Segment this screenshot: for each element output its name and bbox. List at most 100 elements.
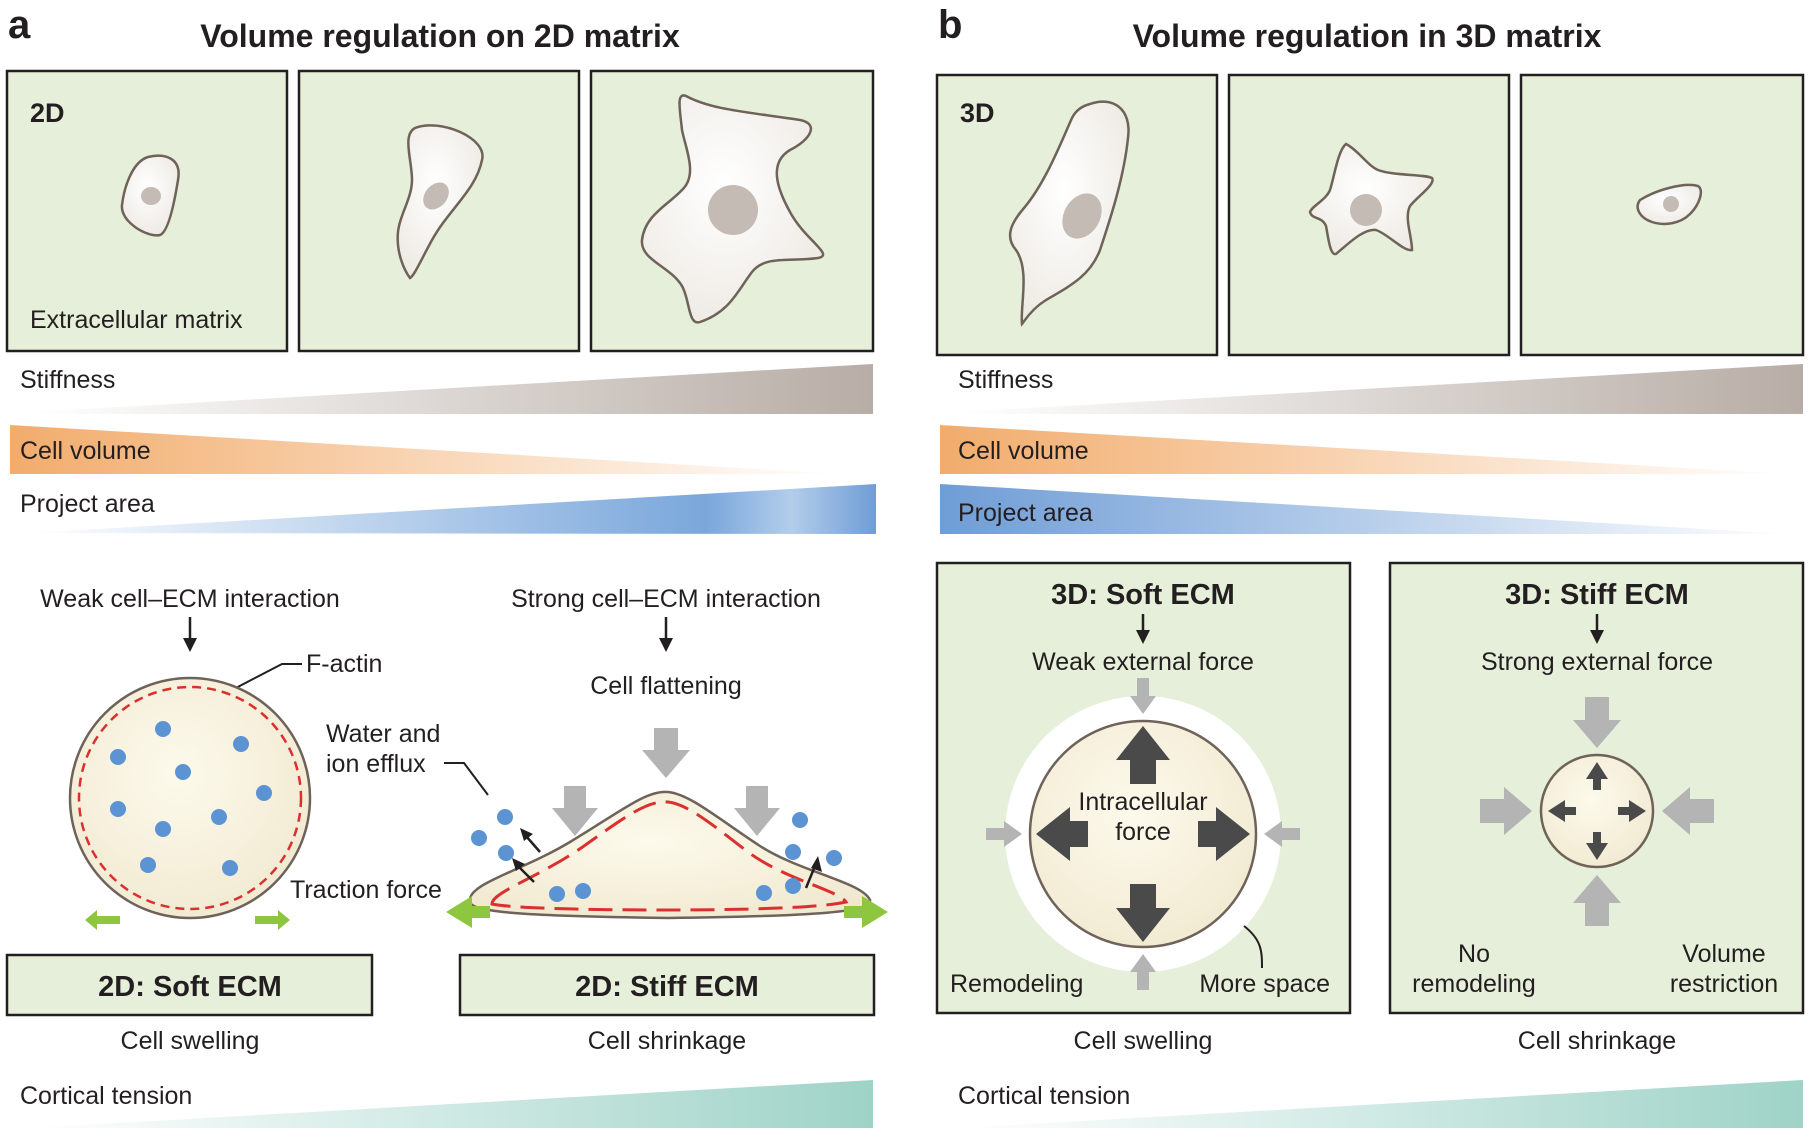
efflux-arrows xyxy=(512,828,822,889)
cortical-tension-gradient-b xyxy=(960,1080,1803,1128)
cell-medium-3d xyxy=(1308,142,1434,256)
cell-medium-2d xyxy=(396,124,484,280)
intracellular-force-arrows xyxy=(1036,726,1250,942)
stiffness-gradient-b xyxy=(960,364,1803,414)
stiff-ecm-box-2d xyxy=(458,953,876,1017)
traction-arrow-left-icon xyxy=(446,896,490,928)
f-actin-leader xyxy=(231,663,302,691)
traction-arrow-right-icon xyxy=(255,910,290,930)
cell-large-2d xyxy=(640,94,825,324)
intracellular-arrow-left-icon xyxy=(1036,807,1088,861)
project-area-gradient-a xyxy=(28,484,876,534)
intracellular-label-line2: force xyxy=(1115,818,1171,846)
down-arrow-icon xyxy=(183,617,197,652)
panel-a-letter: a xyxy=(8,3,31,47)
traction-arrow-right-icon xyxy=(844,896,888,928)
panel-a-bottom: 2D: Soft ECM 2D: Stiff ECM Cell swelling… xyxy=(5,953,876,1128)
panel-a: a Volume regulation on 2D matrix 2D Extr… xyxy=(5,3,888,1128)
cortical-tension-gradient-a xyxy=(30,1080,873,1128)
panel-a-stiff-ecm: Strong cell–ECM interaction Cell flatten… xyxy=(326,585,888,928)
weak-interaction-label: Weak cell–ECM interaction xyxy=(40,585,340,613)
traction-force-label: Traction force xyxy=(290,876,442,904)
panel-b-title: Volume regulation in 3D matrix xyxy=(1133,18,1602,54)
soft-ecm-title-2d: 2D: Soft ECM xyxy=(98,971,282,1003)
intracellular-label-line1: Intracellular xyxy=(1078,788,1207,816)
compression-arrow-left-icon xyxy=(552,786,598,836)
strong-force-label: Strong external force xyxy=(1481,648,1713,676)
panel-b-letter: b xyxy=(938,3,962,47)
stiff-ecm-title-3d: 3D: Stiff ECM xyxy=(1505,579,1689,611)
traction-arrows-stiff xyxy=(446,896,888,928)
compression-arrow-right-icon xyxy=(734,786,780,836)
strong-arrow-right-icon xyxy=(1480,787,1532,835)
f-actin-cortex xyxy=(77,685,303,911)
panel-b: b Volume regulation in 3D matrix 3D xyxy=(935,3,1805,1128)
cortical-tension-label-a: Cortical tension xyxy=(20,1082,192,1110)
intracellular-arrow-down-icon xyxy=(1116,884,1170,942)
efflux-leader xyxy=(444,762,489,796)
ions-inside xyxy=(110,721,272,876)
external-arrow-left-icon xyxy=(1264,821,1300,847)
project-area-label-a: Project area xyxy=(20,490,155,518)
swollen-cell-3d xyxy=(1028,719,1258,949)
no-remodeling-line1: No xyxy=(1458,940,1490,968)
frame-label-3d: 3D xyxy=(960,98,995,128)
ions-efflux xyxy=(471,809,842,902)
project-area-gradient-b xyxy=(940,484,1790,534)
cell-swelling-label-3d: Cell swelling xyxy=(1074,1027,1213,1055)
external-arrow-up-icon xyxy=(1130,954,1156,990)
strong-arrow-left-icon xyxy=(1662,787,1714,835)
panel-a-title: Volume regulation on 2D matrix xyxy=(200,18,680,54)
more-space-label: More space xyxy=(1199,970,1330,998)
panel-b-gradients: Stiffness Cell volume Project area xyxy=(940,364,1803,534)
volume-restriction-line2: restriction xyxy=(1670,970,1778,998)
volume-restriction-line1: Volume xyxy=(1682,940,1765,968)
down-arrow-icon xyxy=(659,617,673,652)
cell-volume-gradient-b xyxy=(940,425,1790,474)
shrunken-cell-3d xyxy=(1539,753,1655,869)
soft-ecm-title-3d: 3D: Soft ECM xyxy=(1051,579,1235,611)
cell-shrinkage-label-3d: Cell shrinkage xyxy=(1518,1027,1676,1055)
cell-shrinkage-label-2d: Cell shrinkage xyxy=(588,1027,746,1055)
frame-label-2d: 2D xyxy=(30,98,65,128)
traction-arrow-left-icon xyxy=(85,910,120,930)
small-arrow-right-icon xyxy=(1618,800,1646,822)
traction-arrows xyxy=(85,910,290,930)
strong-arrow-down-icon xyxy=(1573,697,1621,748)
weak-force-label: Weak external force xyxy=(1032,648,1254,676)
cell-small-3d xyxy=(1636,183,1702,226)
panel-a-gradients: Stiffness Cell volume Project area xyxy=(10,364,876,534)
small-arrow-up-icon xyxy=(1586,762,1608,790)
small-intracellular-arrows xyxy=(1548,762,1646,860)
more-space-leader xyxy=(1243,925,1263,969)
intracellular-arrow-up-icon xyxy=(1116,726,1170,784)
compression-arrows xyxy=(552,728,780,836)
stiff-ecm-title-2d: 2D: Stiff ECM xyxy=(575,971,759,1003)
cell-volume-gradient-a xyxy=(10,425,842,474)
external-arrow-right-icon xyxy=(986,821,1022,847)
small-arrow-left-icon xyxy=(1548,800,1576,822)
stiffness-label-a: Stiffness xyxy=(20,366,115,394)
cell-volume-label-a: Cell volume xyxy=(20,437,151,465)
panel-b-stiffness-frames: 3D xyxy=(935,73,1805,357)
down-arrow-icon xyxy=(1136,614,1150,644)
efflux-label-line1: Water and xyxy=(326,720,440,748)
cell-small-2d xyxy=(120,154,180,237)
panel-a-stiffness-frames: 2D Extracellular matrix xyxy=(5,69,875,353)
soft-ecm-box-2d xyxy=(5,953,374,1017)
strong-interaction-label: Strong cell–ECM interaction xyxy=(511,585,821,613)
f-actin-label: F-actin xyxy=(306,650,382,678)
no-remodeling-line2: remodeling xyxy=(1412,970,1536,998)
intracellular-arrow-right-icon xyxy=(1198,807,1250,861)
cell-large-3d xyxy=(1008,100,1130,327)
down-arrow-icon xyxy=(1590,614,1604,644)
strong-arrow-up-icon xyxy=(1573,875,1621,926)
panel-b-soft-ecm: 3D: Soft ECM Weak external force Intrace… xyxy=(935,561,1352,1055)
cell-flattening-label: Cell flattening xyxy=(590,672,741,700)
cell-volume-label-b: Cell volume xyxy=(958,437,1089,465)
flattened-cell xyxy=(468,790,872,920)
cortical-tension-label-b: Cortical tension xyxy=(958,1082,1130,1110)
panel-b-stiff-ecm: 3D: Stiff ECM Strong external force No r… xyxy=(1388,561,1805,1055)
stiffness-label-b: Stiffness xyxy=(958,366,1053,394)
